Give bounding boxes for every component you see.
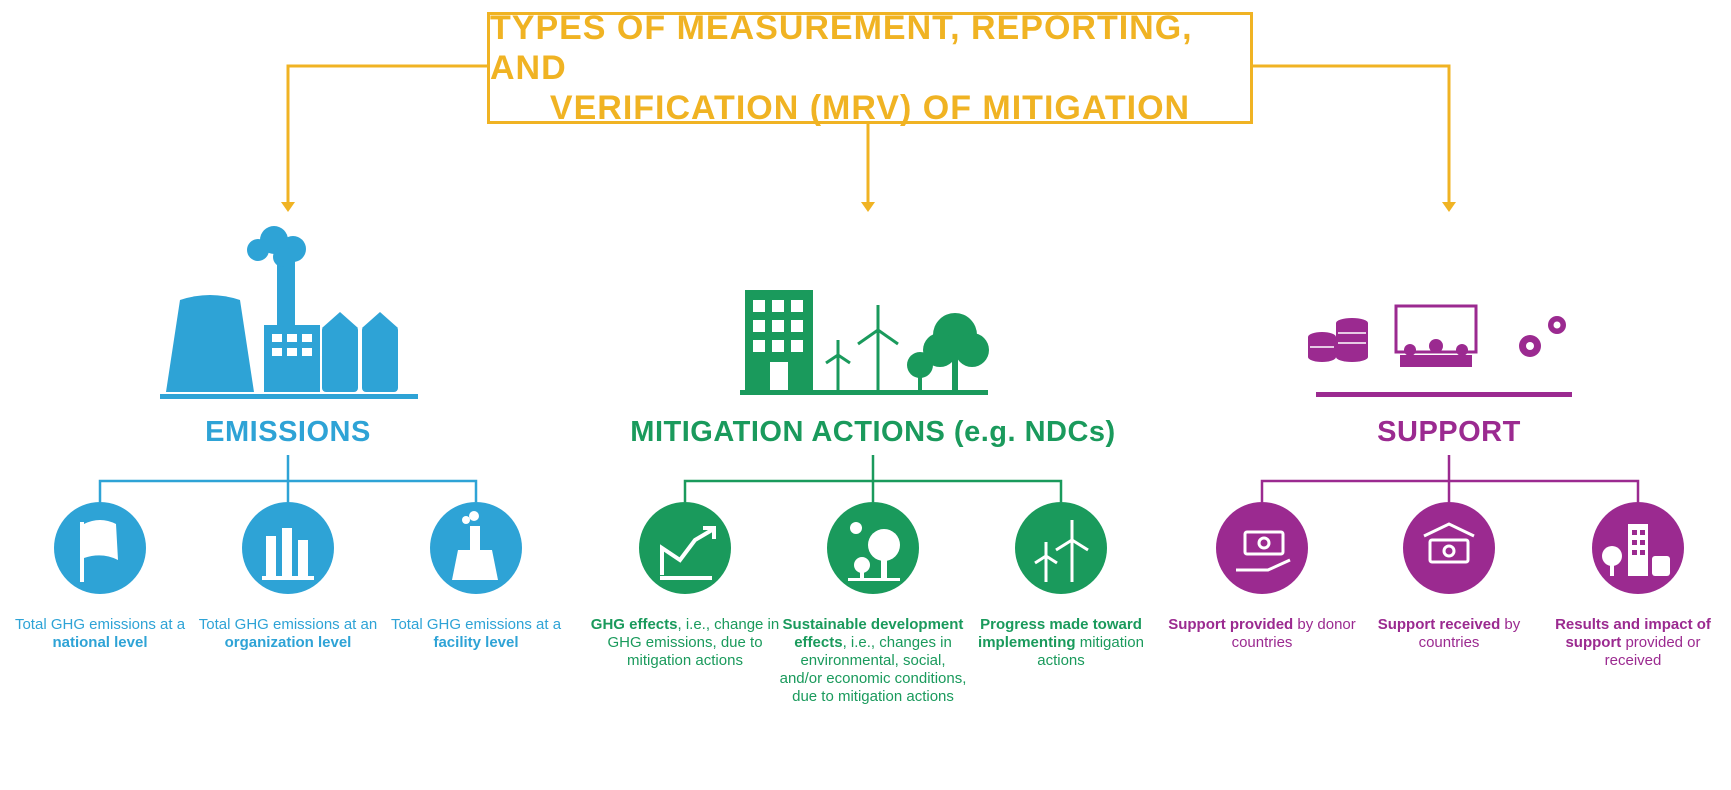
cooling-tower [166, 295, 254, 392]
item-pre: Total GHG emissions at a [390, 616, 562, 633]
emissions-branches [98, 455, 478, 502]
money-receive-icon [1423, 522, 1475, 564]
smoke-puff-4 [273, 247, 293, 267]
sustainable-development-text: Sustainable development effects, i.e., c… [778, 616, 968, 706]
green-city-icon [740, 290, 989, 395]
wind-turbines-icon [1034, 520, 1089, 582]
diagram-title-box: TYPES OF MEASUREMENT, REPORTING, AND VER… [487, 9, 1253, 127]
connector-to-emissions [286, 64, 487, 202]
title-line-1: TYPES OF MEASUREMENT, REPORTING, AND [490, 9, 1193, 87]
item-post: provided or received [1604, 634, 1701, 669]
emissions-label: EMISSIONS [205, 416, 371, 448]
meeting-people [1400, 339, 1472, 367]
arrowhead-emissions [281, 202, 295, 212]
support-label: SUPPORT [1377, 416, 1521, 448]
item-post: mitigation actions [1037, 634, 1144, 669]
item-bold: Support provided [1168, 616, 1294, 633]
city-windows [1632, 530, 1645, 555]
organization-buildings-icon [262, 528, 314, 580]
flag-icon [80, 520, 118, 582]
item-bold: Sustainable development effects [782, 616, 964, 651]
item-bold: Results and impact of support [1555, 616, 1711, 651]
ground-line [160, 394, 418, 399]
silo-2-roof [362, 312, 398, 328]
facility-chimney-icon [452, 511, 498, 580]
trees [907, 313, 989, 390]
title-connectors [286, 64, 1451, 202]
coin-lines [1310, 332, 1366, 348]
factory-windows [272, 334, 312, 356]
mitigation-branches [683, 455, 1063, 502]
ground-line [740, 390, 988, 395]
support-provided-text: Support provided by donor countries [1167, 616, 1357, 652]
title-arrowheads [281, 202, 1456, 212]
ghg-effects-text: GHG effects, i.e., change in GHG emissio… [590, 616, 780, 670]
organization-level-text: Total GHG emissions at an organization l… [193, 616, 383, 652]
arrowhead-support [1442, 202, 1456, 212]
received-circle [1403, 502, 1495, 594]
item-bold: facility level [433, 634, 519, 651]
trend-chart-icon [660, 526, 716, 580]
silo-1 [322, 326, 358, 392]
tree-sun-icon [848, 522, 900, 581]
item-post: by donor countries [1231, 616, 1356, 651]
national-level-text: Total GHG emissions at a national level [5, 616, 195, 652]
item-post: , i.e., change in GHG emissions, due to … [607, 616, 780, 669]
facility-level-text: Total GHG emissions at a facility level [381, 616, 571, 652]
silo-1-roof [322, 312, 358, 328]
item-bold: organization level [224, 634, 352, 651]
item-pre: Total GHG emissions at a [14, 616, 186, 633]
silo-2 [362, 326, 398, 392]
progress-text: Progress made toward implementing mitiga… [966, 616, 1156, 670]
money-hand-icon [1236, 530, 1291, 572]
support-received-text: Support received by countries [1354, 616, 1544, 652]
arrowhead-mitigation [861, 202, 875, 212]
mitigation-actions-label: MITIGATION ACTIONS (e.g. NDCs) [630, 416, 1116, 448]
wind-turbine-small [825, 340, 851, 390]
item-bold: Support received [1377, 616, 1501, 633]
item-pre: Total GHG emissions at an [198, 616, 378, 633]
coin-stacks [1308, 318, 1368, 362]
smokestack [277, 258, 295, 328]
title-line-2: VERIFICATION (MRV) OF MITIGATION [549, 89, 1191, 127]
support-branches [1260, 455, 1640, 502]
trend-circle [639, 502, 731, 594]
factory-icon [160, 226, 418, 399]
item-post: by countries [1418, 616, 1521, 651]
wind-turbine-large [857, 305, 899, 390]
item-post: , i.e., changes in environmental, social… [779, 634, 967, 705]
results-impact-text: Results and impact of support provided o… [1538, 616, 1728, 670]
item-bold: Progress made toward implementing [978, 616, 1142, 651]
ground-line [1316, 392, 1572, 397]
item-bold: national level [52, 634, 148, 651]
finance-meeting-icon [1308, 304, 1572, 397]
city-results-icon [1602, 524, 1670, 576]
connector-to-support [1253, 64, 1451, 202]
item-bold: GHG effects [590, 616, 678, 633]
